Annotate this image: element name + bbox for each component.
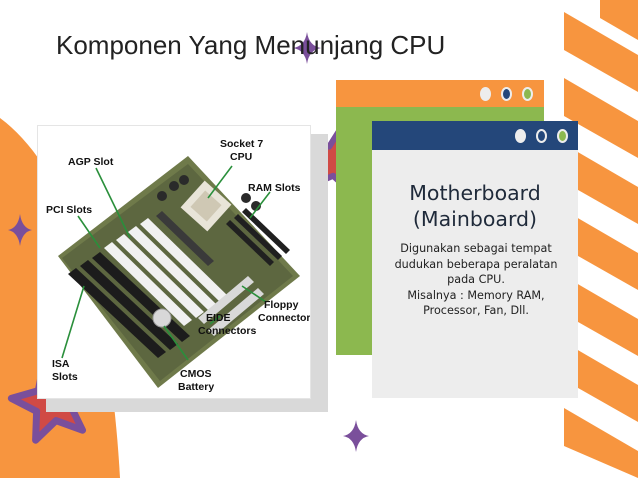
label-cmos-line2: Battery xyxy=(178,381,215,393)
label-isa-line2: Slots xyxy=(52,371,78,383)
label-socket-line2: CPU xyxy=(230,151,253,163)
label-eide-line1: EIDE xyxy=(206,312,231,324)
circle-icon-white xyxy=(515,129,526,143)
circle-icon-green xyxy=(522,87,533,101)
card-description: Digunakan sebagai tempat dudukan beberap… xyxy=(386,241,566,319)
motherboard-image: AGP Slot Socket 7 CPU PCI Slots RAM Slot… xyxy=(38,126,310,398)
label-eide-line2: Connectors xyxy=(198,325,257,337)
sparkle-icon xyxy=(8,32,369,452)
page-title: Komponen Yang Menunjang CPU xyxy=(56,30,446,60)
motherboard-illustration xyxy=(58,156,300,388)
card-body-line: pada CPU. xyxy=(447,273,505,286)
front-window-body xyxy=(372,150,578,398)
label-floppy-line2: Connector xyxy=(258,312,310,324)
card-body-line: Misalnya : Memory RAM, xyxy=(407,288,545,302)
label-pci-slots: PCI Slots xyxy=(46,204,93,216)
card-title-line2: (Mainboard) xyxy=(412,207,538,231)
circle-icon-blue xyxy=(536,129,547,143)
orange-stripes xyxy=(564,0,638,478)
card-body-line: dudukan beberapa peralatan xyxy=(394,257,558,271)
label-agp-slot: AGP Slot xyxy=(68,156,114,168)
front-window-titlebar xyxy=(372,121,578,150)
card-title: Motherboard (Mainboard) xyxy=(372,180,578,232)
circle-icon-blue xyxy=(501,87,512,101)
card-body-line: Processor, Fan, Dll. xyxy=(423,304,529,317)
circle-icon-green xyxy=(557,129,568,143)
label-floppy-line1: Floppy xyxy=(264,299,299,311)
label-socket-line1: Socket 7 xyxy=(220,138,264,150)
label-isa-line1: ISA xyxy=(52,358,70,370)
card-body-line: Digunakan sebagai tempat xyxy=(400,242,552,255)
circle-icon-white xyxy=(480,87,491,101)
card-title-line1: Motherboard xyxy=(409,181,541,205)
back-window-titlebar xyxy=(336,80,544,107)
label-ram-slots: RAM Slots xyxy=(248,182,301,194)
label-cmos-line1: CMOS xyxy=(180,368,212,380)
